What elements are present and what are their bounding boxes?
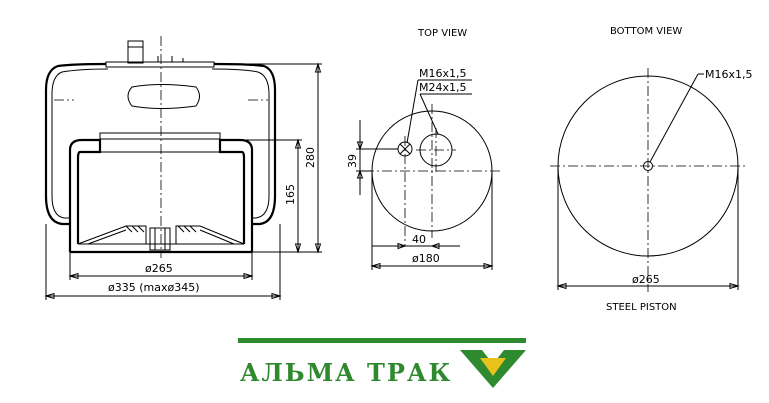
piston-label: STEEL PISTON bbox=[606, 302, 677, 313]
dim-top-diameter: ø180 bbox=[412, 252, 440, 265]
bellow-outline bbox=[44, 62, 107, 226]
brand-block: АЛЬМА ТРАК bbox=[238, 338, 528, 394]
dim-offset-y: 39 bbox=[346, 154, 359, 168]
thread-label-m24: M24x1,5 bbox=[419, 81, 467, 94]
dim-bottom-diameter: ø265 bbox=[632, 273, 660, 286]
top-plate bbox=[105, 61, 215, 68]
dim-offset-x: 40 bbox=[412, 233, 426, 246]
top-view: TOP VIEW M16x1,5 M24x1,5 39 40 bbox=[346, 28, 500, 270]
bellow-window bbox=[127, 84, 200, 109]
dim-height-total: 280 bbox=[304, 147, 317, 168]
bottom-view: BOTTOM VIEW M16x1,5 ø265 STEEL PISTON bbox=[550, 26, 753, 313]
dim-bellow-diameter: ø335 (maxø345) bbox=[108, 281, 200, 294]
bottom-view-title: BOTTOM VIEW bbox=[610, 26, 682, 37]
top-view-title: TOP VIEW bbox=[417, 28, 467, 39]
brand-name: АЛЬМА ТРАК bbox=[240, 358, 453, 387]
dim-piston-diameter: ø265 bbox=[145, 262, 173, 275]
bottom-center-hole bbox=[643, 161, 653, 171]
chevron-logo-icon bbox=[460, 350, 526, 388]
mounting-stud bbox=[127, 40, 144, 64]
bottom-thread-label: M16x1,5 bbox=[705, 68, 753, 81]
piston-body bbox=[68, 138, 102, 252]
center-boss bbox=[149, 227, 171, 251]
brand-bar bbox=[238, 338, 526, 343]
side-view: ø265 ø335 (maxø345) 280 165 bbox=[44, 36, 322, 300]
piston-top-plate bbox=[99, 132, 221, 140]
thread-label-m16: M16x1,5 bbox=[419, 67, 467, 80]
dim-height-piston: 165 bbox=[284, 184, 297, 205]
